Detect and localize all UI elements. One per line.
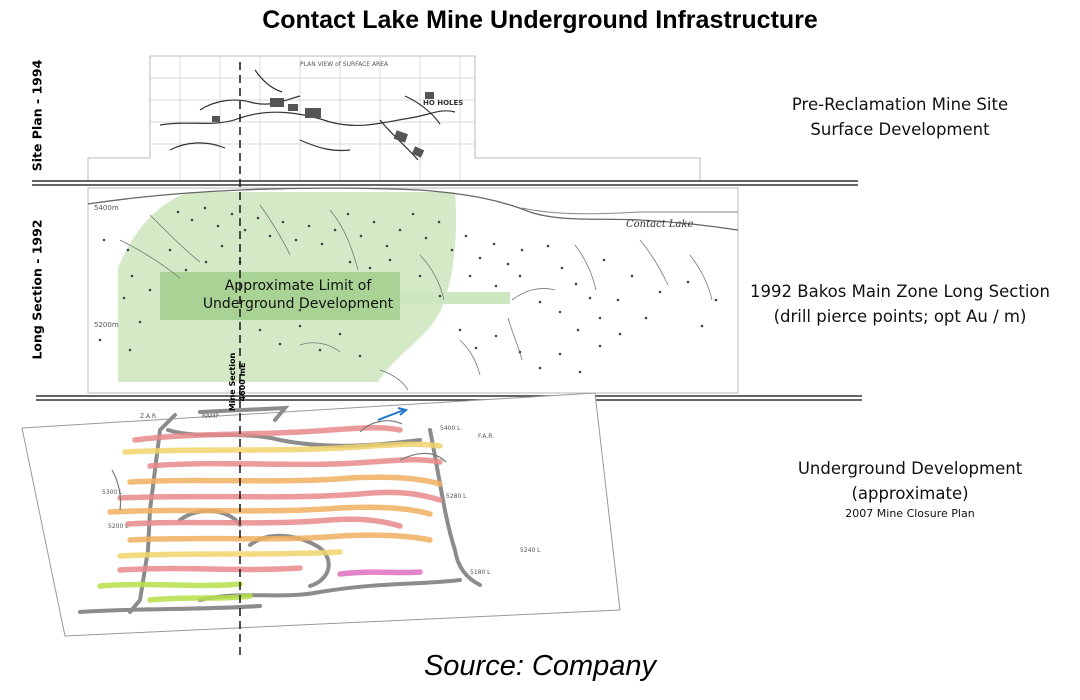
elev-5200-label: 5200m [94,321,119,329]
site-plan-map: PLAN VIEW of SURFACE AREA HO HOLES [87,55,701,182]
drill-pierce-points [98,206,718,374]
source-caption: Source: Company [423,650,657,682]
underground-description: Underground Development (approximate) 20… [797,459,1023,520]
mine-section-label: Mine Section 4600 mE [228,352,247,412]
lake-name: Contact Lake [626,219,694,230]
long-section-map: Contact Lake 5400m 5200m [87,187,739,394]
zar-label: Z.A.R. [140,413,158,420]
site-plan-heading: PLAN VIEW of SURFACE AREA [300,61,389,68]
approx-limit-band [160,272,400,320]
far-label: F.A.R. [478,433,494,440]
level-5200-label: 5200 L [108,523,129,530]
long-section-description: 1992 Bakos Main Zone Long Section (drill… [750,282,1050,326]
site-plan-description: Pre-Reclamation Mine Site Surface Develo… [791,95,1009,139]
level-5400-label: 5400 L [440,425,461,432]
section-divider-bottom [36,395,862,401]
elev-5400-label: 5400m [94,204,119,212]
page-title: Contact Lake Mine Underground Infrastruc… [262,6,818,34]
level-5280-label: 5280 L [446,493,467,500]
level-5300-label: 5300 L [102,489,123,496]
ramp-label: RAMP [202,413,219,420]
level-5240-label: 5240 L [520,547,541,554]
underground-development-map: Z.A.R. RAMP F.A.R. 5400 L 5300 L 5280 L … [21,392,621,637]
level-5180-label: 5180 L [470,569,491,576]
approx-limit-label: Approximate Limit of Underground Develop… [202,278,394,312]
ho-holes-label: HO HOLES [423,99,463,107]
section-divider-top [32,180,858,186]
